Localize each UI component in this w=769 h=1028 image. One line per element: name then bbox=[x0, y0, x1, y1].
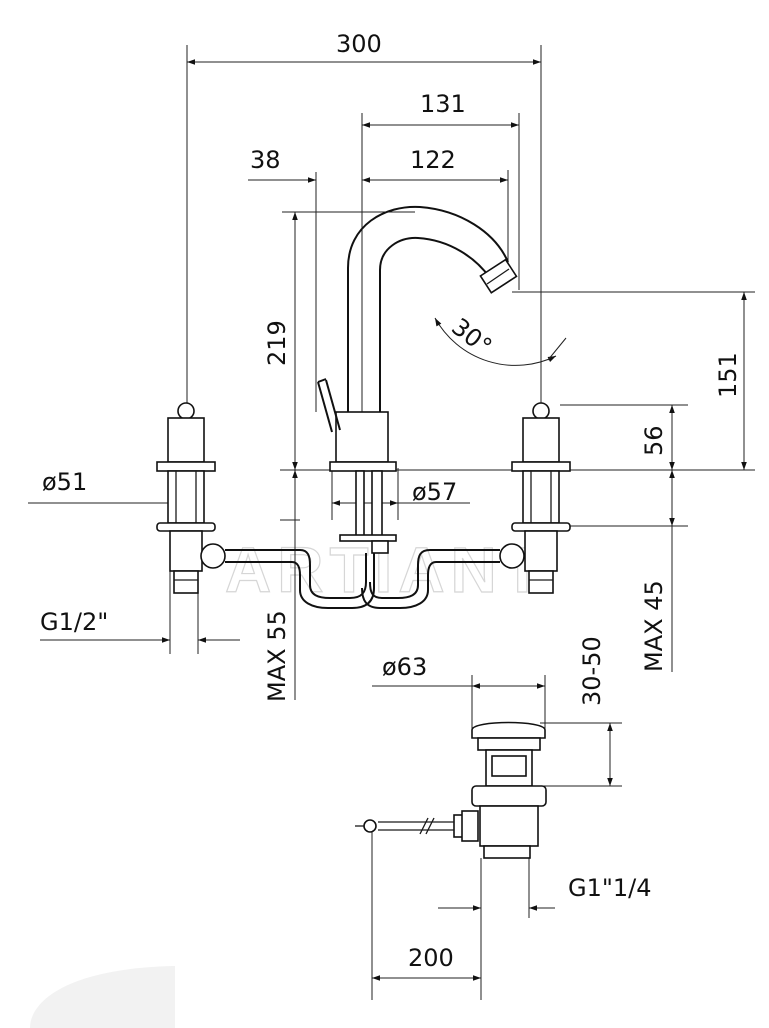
dim-spout-angle: 30° bbox=[446, 313, 497, 361]
dim-handle-offset: 38 bbox=[250, 146, 281, 174]
extension-lines bbox=[169, 45, 755, 1000]
right-handle-assembly bbox=[499, 402, 571, 594]
dim-handle-height: 56 bbox=[640, 425, 668, 456]
left-handle-assembly bbox=[156, 402, 226, 594]
connecting-hoses bbox=[225, 549, 500, 609]
dim-max-deck-right: MAX 45 bbox=[640, 580, 668, 672]
dim-waste-plug-height: 30-50 bbox=[578, 636, 606, 706]
dim-waste-diameter: ø63 bbox=[382, 653, 427, 681]
dim-spout-reach-outer: 131 bbox=[420, 90, 466, 118]
dim-spout-base-diameter: ø57 bbox=[412, 478, 457, 506]
dim-overall-width: 300 bbox=[336, 30, 382, 58]
corner-shape bbox=[30, 966, 175, 1028]
dim-waste-thread: G1"1/4 bbox=[568, 874, 652, 902]
dim-max-deck-left: MAX 55 bbox=[263, 610, 291, 702]
dim-handle-diameter: ø51 bbox=[42, 468, 87, 496]
waste-assembly bbox=[355, 721, 547, 859]
dim-handle-thread: G1/2" bbox=[40, 608, 108, 636]
dimension-lines bbox=[28, 59, 747, 981]
dim-spout-reach-inner: 122 bbox=[410, 146, 456, 174]
dim-spout-height: 219 bbox=[263, 320, 291, 366]
dim-waste-rod-length: 200 bbox=[408, 944, 454, 972]
spout-assembly bbox=[317, 205, 518, 554]
dim-outlet-height: 151 bbox=[714, 352, 742, 398]
